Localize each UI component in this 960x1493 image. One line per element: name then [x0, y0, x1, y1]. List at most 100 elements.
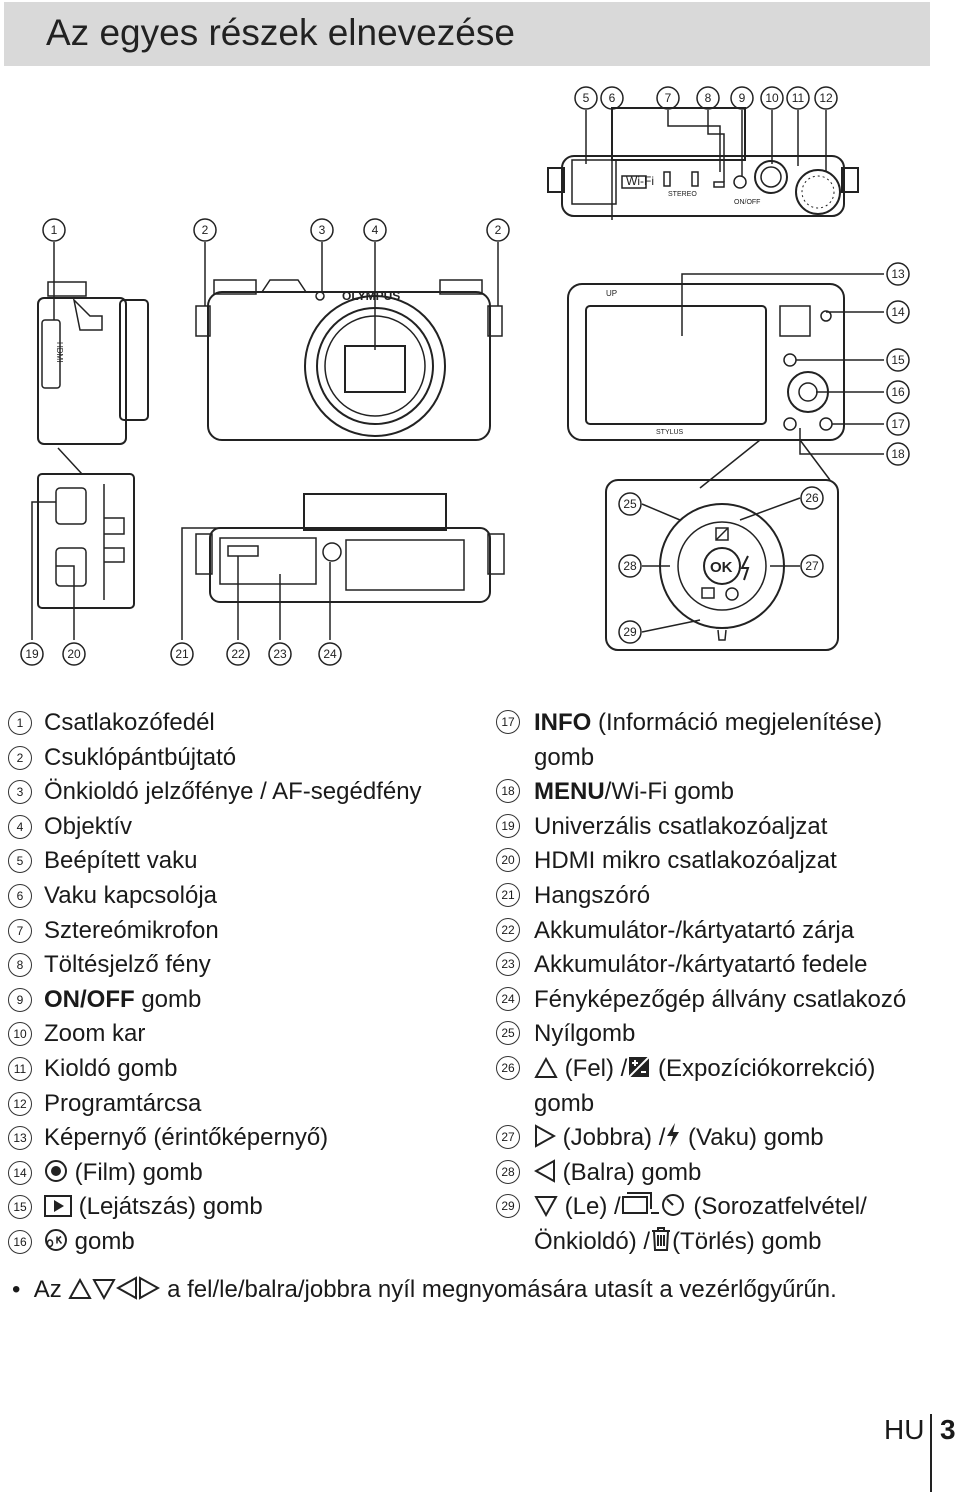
legend-item-2: 2 Csuklópántbújtató: [8, 741, 422, 776]
note-prefix: Az: [33, 1276, 62, 1303]
shutter-button: [760, 166, 782, 188]
legend-item-26: 26 (Fel) / (Expozíciókorrekció) gomb: [496, 1052, 936, 1121]
legend-text: (Jobbra) /: [562, 1124, 666, 1152]
strap-lug-left: [547, 167, 565, 193]
legend-text: (Információ megjelenítése) gomb: [534, 709, 883, 771]
svg-text:18: 18: [891, 447, 905, 461]
back-screen: [585, 305, 767, 425]
exposure-icon-slash: [715, 527, 729, 541]
svg-text:28: 28: [623, 559, 637, 573]
legend-number: 19: [496, 813, 520, 838]
legend-text: (Balra) gomb: [562, 1158, 702, 1186]
legend-item-8: 8 Töltésjelző fény: [8, 948, 422, 983]
strap-eyelet-side: [72, 297, 103, 331]
callout-10: 10: [760, 86, 784, 110]
legend-number: 21: [496, 882, 520, 907]
legend-number: 28: [496, 1159, 520, 1184]
mic-left: [663, 171, 671, 187]
ring-zoom-lines: [699, 439, 831, 489]
battery-cover: [219, 537, 317, 585]
movie-button-back: [820, 310, 832, 322]
side-top-dial: [47, 281, 87, 297]
legend-number: 16: [8, 1229, 32, 1254]
on-off-label-top: ON/OFF: [734, 199, 760, 206]
ok-button-back: [798, 382, 818, 402]
legend-text: Akkumulátor-/kártyatartó zárja: [534, 916, 855, 944]
callout-4: 4: [363, 218, 387, 242]
legend-number: 2: [8, 745, 32, 770]
exposure-icon: [715, 527, 729, 541]
legend-item-19: 19 Univerzális csatlakozóaljzat: [496, 810, 936, 845]
selftimer-icon: [725, 587, 739, 601]
svg-text:19: 19: [25, 647, 39, 661]
hotshoe-area: [571, 159, 617, 205]
legend-text: /Wi-Fi gomb: [604, 778, 735, 806]
legend-number: 4: [8, 814, 32, 839]
battery-lock: [227, 545, 259, 557]
flash-popup-outline: [611, 107, 746, 161]
callout-25: 25: [618, 492, 642, 516]
mode-dial: [795, 169, 841, 215]
legend-text: Univerzális csatlakozóaljzat: [534, 812, 828, 840]
info-button-back: [819, 417, 833, 431]
control-ring-inner: [677, 521, 767, 611]
svg-text:13: 13: [891, 267, 905, 281]
legend-number: 9: [8, 987, 32, 1012]
flash-icon: [667, 1123, 680, 1148]
play-icon: [44, 1195, 72, 1218]
legend-number: 17: [496, 710, 520, 734]
legend-text: (Fel) /: [564, 1054, 628, 1082]
legend-number: 15: [8, 1195, 32, 1220]
callout-18: 18: [886, 442, 910, 466]
menu-button-back: [783, 417, 797, 431]
trash-icon: [716, 627, 728, 641]
svg-text:17: 17: [891, 417, 905, 431]
legend-text: Vaku kapcsolója: [44, 881, 217, 909]
callout-17: 17: [886, 412, 910, 436]
legend-number: 8: [8, 953, 32, 978]
arrow-left-icon: [116, 1276, 138, 1300]
ring-detail-frame: [605, 479, 839, 651]
hdmi-side-label: HDMI: [55, 342, 64, 362]
legend-strong: MENU: [534, 778, 605, 806]
legend-number: 20: [496, 848, 520, 873]
callout-3: 3: [310, 218, 334, 242]
legend-text: Töltésjelző fény: [44, 951, 211, 979]
legend-text: Csuklópántbújtató: [44, 743, 237, 771]
legend-text: Képernyő (érintőképernyő): [44, 1124, 329, 1152]
svg-text:8: 8: [705, 91, 712, 105]
svg-text:27: 27: [805, 559, 819, 573]
legend-text: gomb: [134, 985, 202, 1013]
bottom-lens: [303, 493, 447, 531]
svg-text:12: 12: [819, 91, 833, 105]
legend-number: 3: [8, 780, 32, 805]
lens-aperture: [344, 345, 406, 393]
legend-number: 6: [8, 883, 32, 908]
legend-number: 26: [496, 1055, 520, 1080]
back-body: [567, 283, 845, 441]
legend-strong: INFO: [534, 709, 592, 736]
legend-number: 14: [8, 1160, 32, 1185]
svg-text:22: 22: [231, 647, 245, 661]
legend-item-14: 14 (Film) gomb: [8, 1156, 422, 1191]
legend-item-15: 15 (Lejátszás) gomb: [8, 1190, 422, 1225]
mic-right: [691, 171, 699, 187]
svg-text:24: 24: [323, 647, 337, 661]
svg-text:14: 14: [891, 305, 905, 319]
wifi-mark: [621, 175, 647, 189]
svg-text:1: 1: [51, 223, 58, 237]
svg-text:7: 7: [665, 91, 672, 105]
legend-text: (Expozíciókorrekció) gomb: [534, 1054, 876, 1117]
legend-number: 7: [8, 918, 32, 943]
connector-cover: [41, 319, 61, 389]
footer-divider: [930, 1414, 932, 1492]
svg-text:11: 11: [792, 91, 805, 105]
flash-up-label: UP: [606, 289, 617, 298]
svg-text:23: 23: [273, 647, 287, 661]
